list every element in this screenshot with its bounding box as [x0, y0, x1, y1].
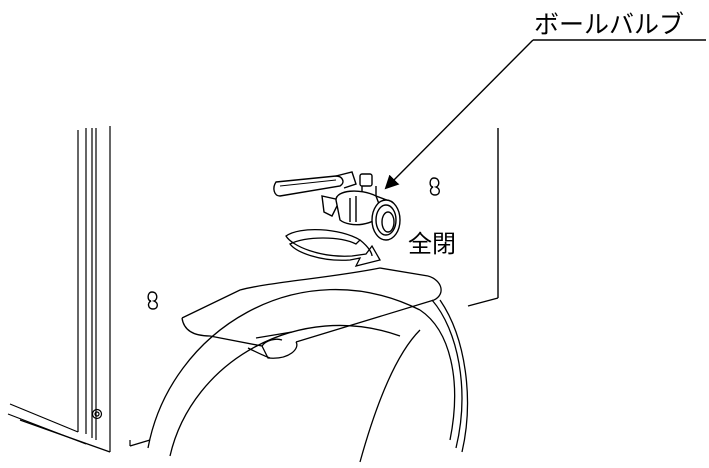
screw-icon: [91, 408, 103, 420]
hook-hole-icon: [429, 177, 440, 196]
fully-closed-label: 全閉: [408, 230, 456, 258]
rotation-arrow-icon: [285, 228, 381, 267]
hook-hole-icon: [147, 291, 158, 310]
cabinet-right-panel: [129, 128, 499, 447]
tub-ring: [147, 288, 469, 463]
ball-valve-icon: [273, 171, 401, 241]
tub-rim: [181, 267, 442, 359]
ball-valve-callout-label: ボールバルブ: [534, 10, 685, 39]
leader-line: [384, 39, 706, 190]
cabinet-left-panel: [7, 126, 111, 453]
